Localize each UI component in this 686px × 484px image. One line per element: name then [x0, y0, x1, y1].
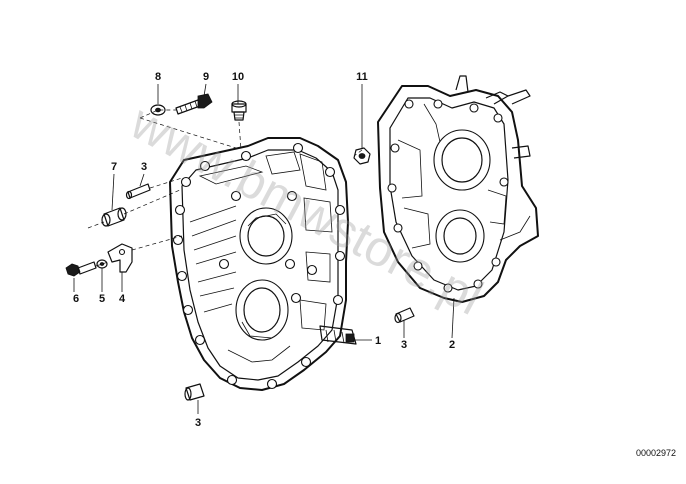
callout-6: 6	[73, 293, 79, 305]
dowel-pin-part-3-lower	[184, 383, 205, 401]
dowel-pin-part-3-upper	[125, 183, 151, 200]
leader-lines	[73, 83, 455, 414]
bracket-part-4	[107, 243, 133, 273]
nut-part-11	[353, 147, 371, 165]
callout-7: 7	[111, 161, 117, 173]
rear-housing-cover	[377, 75, 539, 303]
sleeve-part-7	[101, 207, 127, 227]
callout-3-upper: 3	[141, 161, 147, 173]
callout-8: 8	[155, 71, 161, 83]
callout-9: 9	[203, 71, 209, 83]
assembly-guide-lines	[87, 109, 363, 267]
callout-4: 4	[119, 293, 126, 305]
callout-3-lower: 3	[195, 417, 201, 429]
dowel-pin-part-3-right	[394, 307, 415, 324]
hex-bolt-part-9	[175, 93, 213, 115]
callout-2: 2	[449, 339, 455, 351]
bolt-part-6	[65, 261, 97, 277]
callout-3-right: 3	[401, 339, 407, 351]
callout-5: 5	[99, 293, 105, 305]
diagram-code: 00002972	[636, 448, 676, 458]
front-gearbox-housing	[169, 137, 357, 391]
washer-part-5	[96, 259, 108, 269]
callout-10: 10	[232, 71, 244, 83]
breather-plug-part-10	[231, 100, 247, 121]
callout-1: 1	[375, 335, 381, 347]
callout-11: 11	[356, 71, 368, 83]
callout-labels: 8 9 10 11 7 3 6 5 4 1 3 2 3	[73, 71, 455, 429]
